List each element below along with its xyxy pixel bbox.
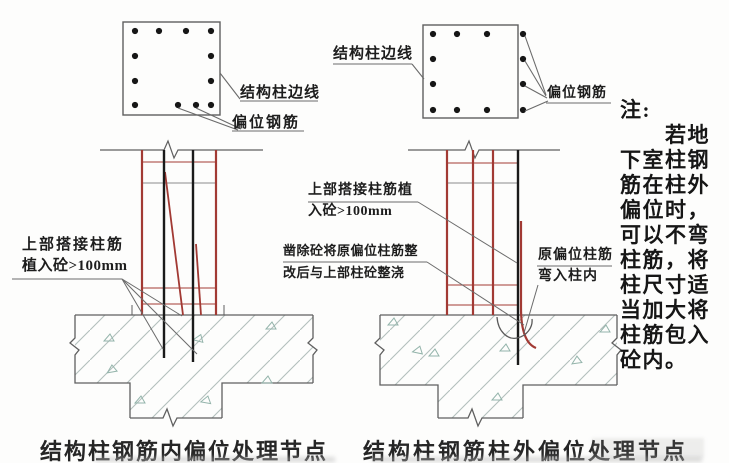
bend-arc: [496, 316, 533, 339]
left-annotation-line2: 植入砼>100mm: [22, 258, 128, 274]
left-slab-aggregate: [102, 321, 277, 405]
right-column-ties: [447, 162, 518, 306]
left-column-rebar-red: [140, 150, 218, 316]
right-section-outline: [422, 24, 519, 119]
left-top-line: [100, 139, 263, 160]
left-section-rebar-dots: [131, 27, 215, 109]
right-slab-outline: [374, 314, 622, 428]
left-annotation-leaders: [12, 278, 198, 355]
right-elevation-drawing: [283, 139, 622, 428]
right-section-rebar-dots: [429, 30, 527, 114]
left-column-section-drawing: [122, 21, 318, 132]
side-note: 注: 若地 下室柱钢 筋在柱外 偏位时， 可以不弯 柱筋，将 柱尺寸适 当加大将…: [620, 98, 710, 372]
right-slab-aggregate: [386, 317, 611, 401]
mid-annotation-plant-line1: 上部搭接柱筋植: [308, 183, 413, 198]
bend-annotation-line1: 原偏位柱筋: [538, 248, 613, 263]
right-annotation-leaders: [283, 201, 612, 334]
right-column-rebar-red: [445, 150, 537, 350]
left-section-outline: [122, 21, 221, 116]
right-section-offset-rebar-label: 偏位钢筋: [547, 86, 607, 101]
left-column-ticks: [131, 305, 225, 315]
mid-annotation-recast-line2: 改后与上部柱砼整浇: [283, 265, 405, 280]
left-section-edge-label: 结构柱边线: [240, 85, 321, 101]
right-section-edge-label: 结构柱边线: [333, 46, 414, 62]
right-column-section-drawing: [333, 24, 611, 119]
right-top-line: [408, 139, 560, 160]
ghost-band-left: [95, 457, 335, 462]
watermark-smudge: [592, 438, 704, 458]
left-slab-concrete: [75, 315, 313, 418]
mid-annotation-plant-line2: 入砼>100mm: [308, 204, 393, 219]
right-section-leaders: [333, 35, 611, 112]
left-elevation-drawing: [12, 139, 318, 428]
left-annotation-line1: 上部搭接柱筋: [22, 237, 125, 253]
bend-annotation-line2: 弯入柱内: [538, 269, 598, 284]
left-section-leaders: [177, 72, 318, 132]
ghost-band-right: [372, 457, 702, 462]
left-column-rebar-black: [162, 150, 195, 362]
mid-annotation-recast-line1: 凿除砼将原偏位柱筋整: [283, 243, 419, 258]
left-section-offset-rebar-label: 偏位钢筋: [232, 115, 301, 131]
right-slab-concrete: [380, 315, 617, 418]
